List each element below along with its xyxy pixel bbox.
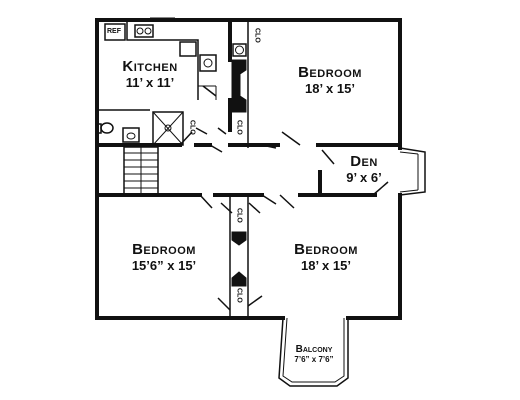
kitchen-dims: 11’ x 11’ <box>125 75 175 90</box>
bedroom-ne-name: Bedroom <box>298 64 362 81</box>
bedroom-ne-dims: 18’ x 15’ <box>305 81 355 96</box>
balcony-dims: 7’6” x 7’6” <box>294 355 334 364</box>
closet-text: CLO <box>253 28 261 43</box>
doors <box>179 85 389 311</box>
stairs <box>123 146 159 196</box>
den-bay-window <box>399 147 426 196</box>
kitchen-fixtures <box>104 17 217 100</box>
closet-upper-fixture <box>232 43 247 57</box>
bedroom-ne-label: Bedroom 18’ x 15’ <box>280 64 380 96</box>
balcony-outline <box>278 317 349 387</box>
fireplace-upper <box>231 59 247 113</box>
bathroom-fixtures <box>97 109 184 146</box>
closet-label-upper-right: CLO <box>253 28 261 45</box>
den-name: Den <box>350 153 378 170</box>
refrigerator-label: REF <box>107 28 121 35</box>
bedroom-sw-name: Bedroom <box>132 241 196 258</box>
bedroom-se-label: Bedroom 18’ x 15’ <box>276 241 376 273</box>
closet-label-bath: CLO <box>188 120 196 137</box>
closet-label-center-upper: CLO <box>235 120 243 137</box>
closet-text: CLO <box>235 288 243 303</box>
closet-label-bottom: CLO <box>235 288 243 305</box>
bedroom-se-name: Bedroom <box>294 241 358 258</box>
closet-text: CLO <box>188 120 196 135</box>
bedroom-se-dims: 18’ x 15’ <box>301 258 351 273</box>
kitchen-label: Kitchen 11’ x 11’ <box>105 58 195 90</box>
balcony-name: Balcony <box>295 344 333 355</box>
den-label: Den 9’ x 6’ <box>334 153 394 185</box>
kitchen-name: Kitchen <box>122 58 178 75</box>
closet-text: CLO <box>235 208 243 223</box>
closet-label-center-lower: CLO <box>235 208 243 225</box>
balcony-label: Balcony 7’6” x 7’6” <box>284 344 344 364</box>
fireplace-lower <box>231 231 247 287</box>
bedroom-sw-label: Bedroom 15’6” x 15’ <box>114 241 214 273</box>
den-dims: 9’ x 6’ <box>346 170 382 185</box>
bedroom-sw-dims: 15’6” x 15’ <box>131 258 197 273</box>
closet-text: CLO <box>235 120 243 135</box>
